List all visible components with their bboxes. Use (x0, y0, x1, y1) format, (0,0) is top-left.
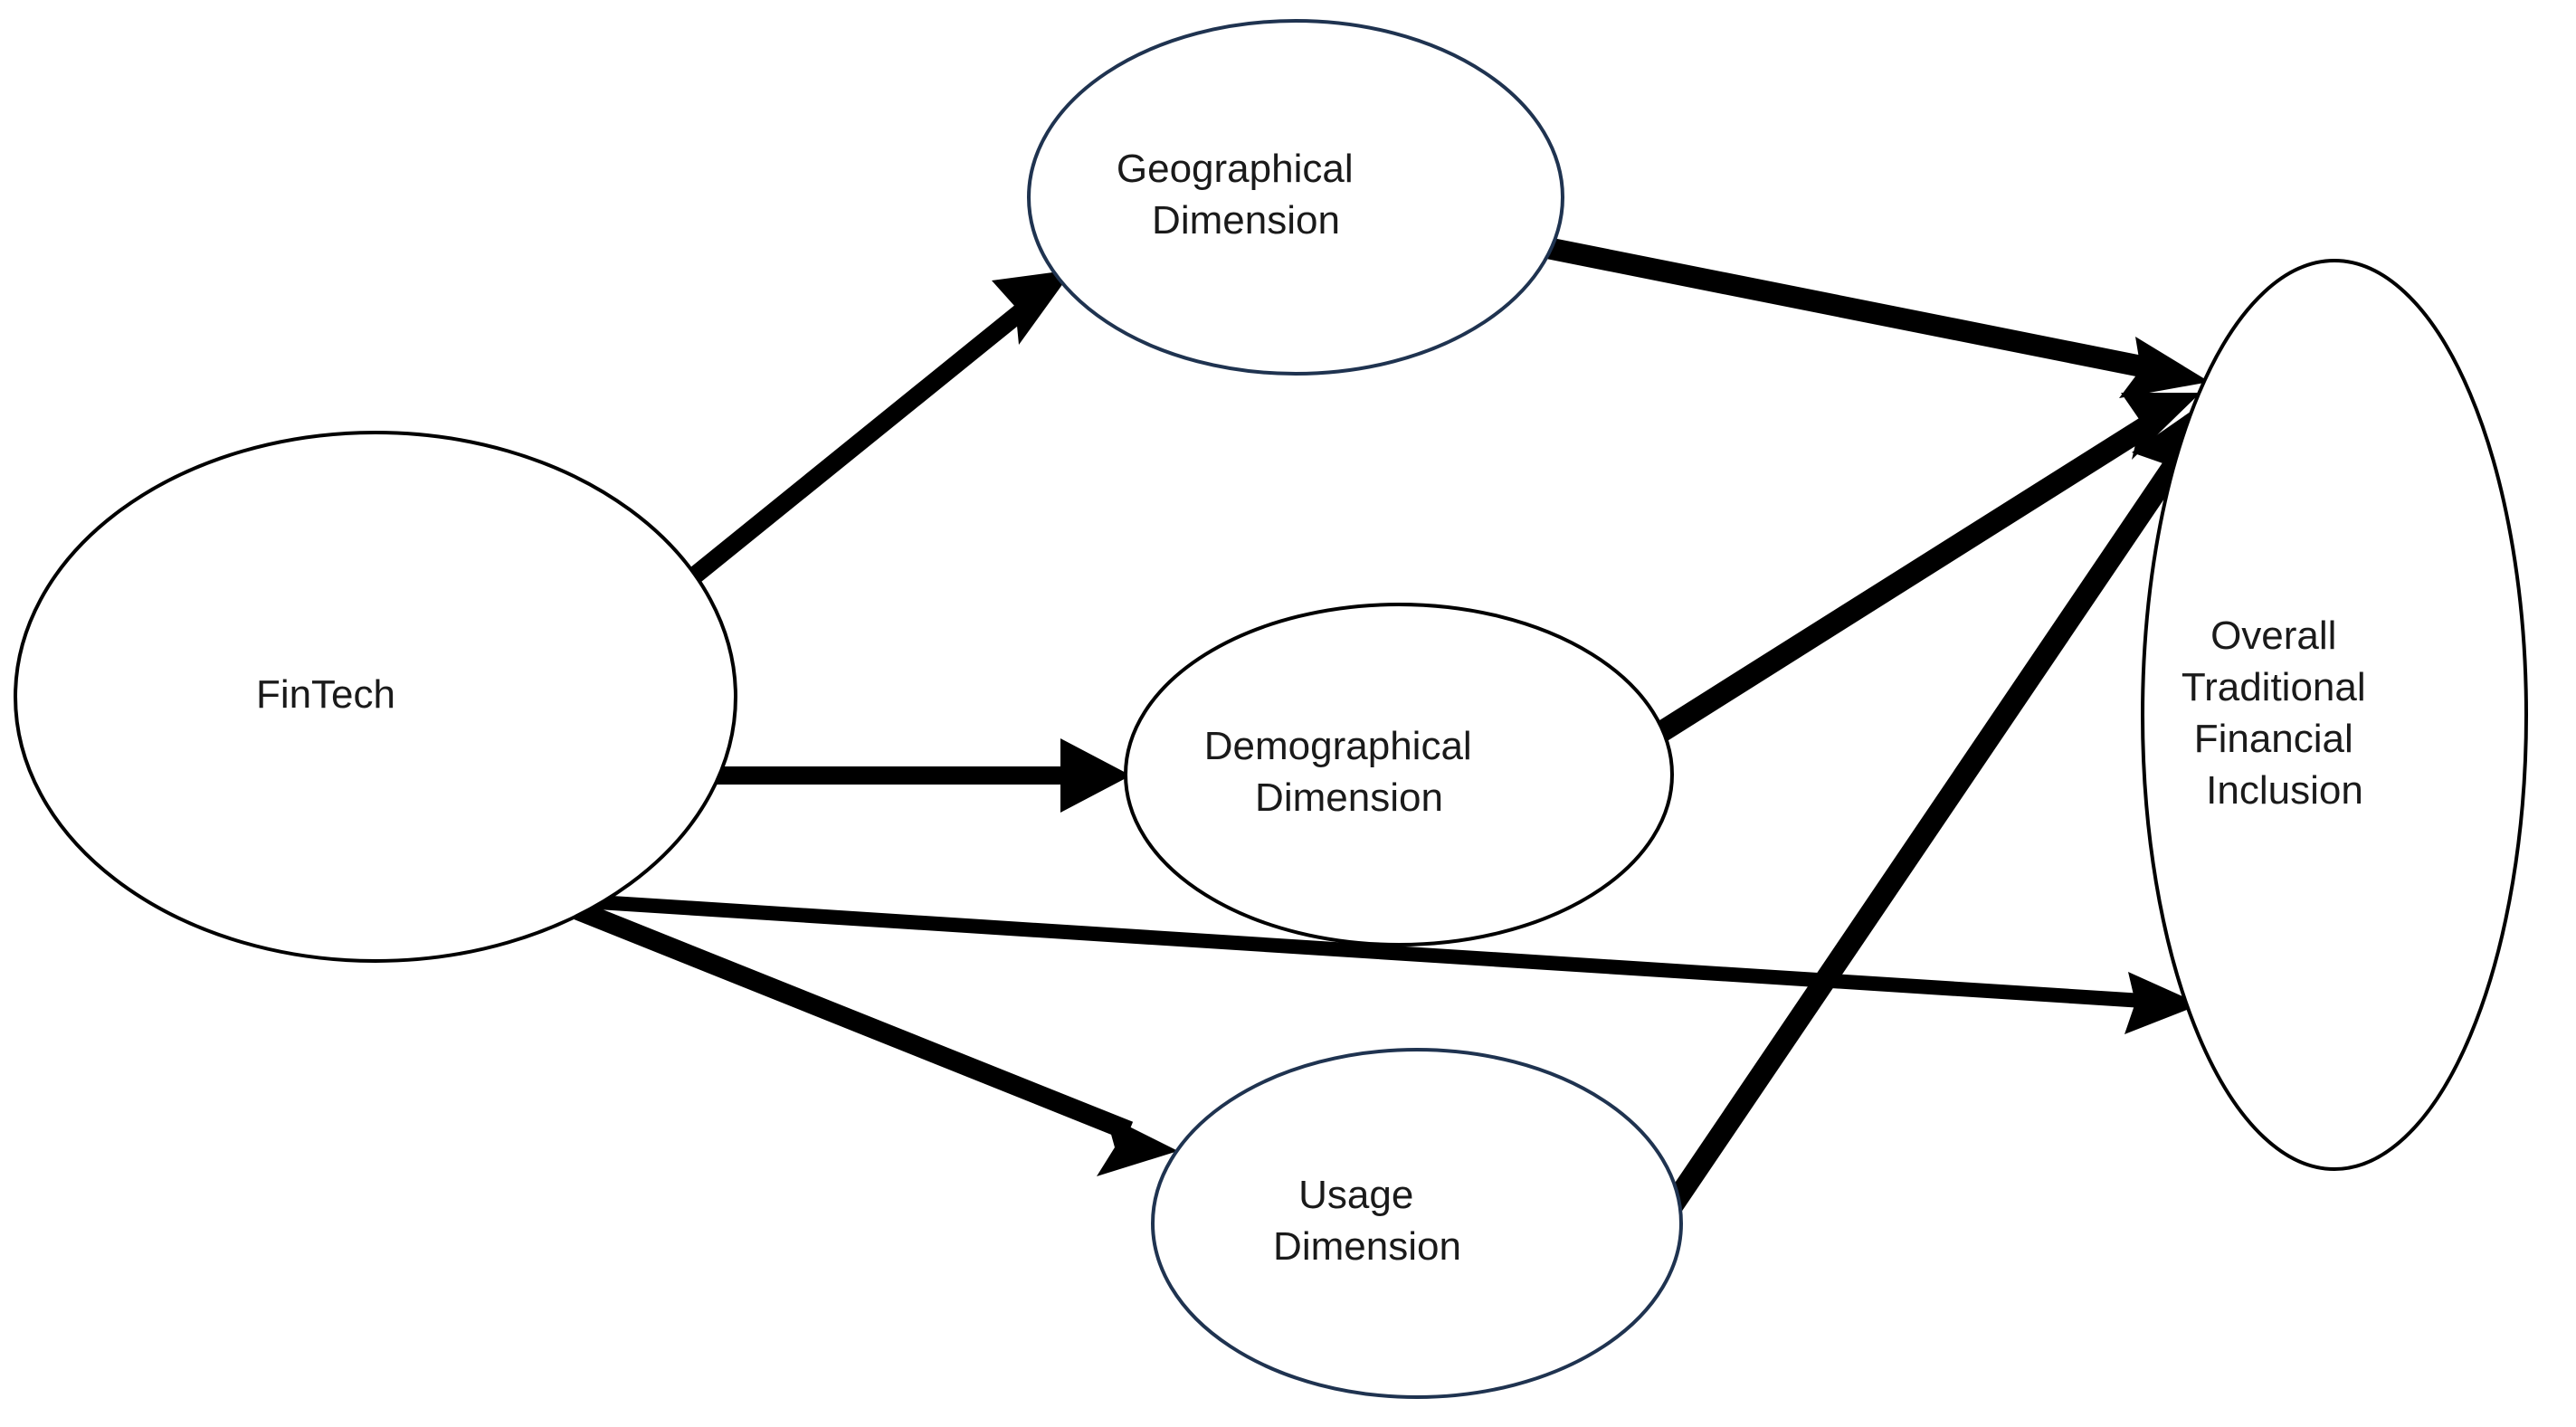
edge-line-usage-overall (1658, 457, 2184, 1221)
edge-demographical-to-overall[interactable] (1648, 393, 2201, 747)
edge-line-geographical-overall (1535, 235, 2158, 380)
edge-fintech-to-usage[interactable] (551, 891, 1178, 1176)
node-overall-label-line-1: Traditional (2182, 665, 2366, 709)
node-usage-shape (1151, 1048, 1683, 1399)
node-usage[interactable]: Usage Dimension (1151, 1048, 1683, 1399)
edge-layer (551, 235, 2210, 1221)
node-demographical-label-line-0: Demographical (1204, 724, 1472, 768)
node-usage-label-line-0: Usage (1298, 1173, 1413, 1217)
node-fintech-label: FinTech (256, 672, 495, 717)
node-overall-label-line-3: Inclusion (2206, 768, 2363, 813)
node-demographical-label: Demographical Dimension (1204, 724, 1593, 820)
node-fintech[interactable]: FinTech (14, 431, 737, 963)
arrowhead-fintech-demographical (1060, 738, 1131, 813)
node-demographical-label-line-1: Dimension (1255, 775, 1443, 820)
node-overall-label-line-2: Financial (2194, 717, 2353, 761)
node-overall[interactable]: Overall Traditional Financial Inclusion (2141, 259, 2528, 1171)
node-fintech-shape (14, 431, 737, 963)
node-layer: FinTech Geographical Dimension Demograph… (14, 19, 2528, 1399)
edge-fintech-to-overall[interactable] (555, 892, 2201, 1034)
edge-geographical-to-overall[interactable] (1535, 235, 2210, 398)
edge-fintech-to-geographical[interactable] (670, 270, 1073, 597)
arrowhead-fintech-usage (1097, 1115, 1178, 1176)
node-usage-label-line-1: Dimension (1273, 1224, 1461, 1269)
node-geographical-label-line-1: Dimension (1152, 198, 1340, 243)
arrowhead-geographical-overall (2119, 337, 2210, 398)
edge-line-fintech-usage (551, 891, 1134, 1141)
edge-line-fintech-overall (555, 892, 2172, 1010)
node-geographical-shape (1027, 19, 1564, 376)
node-fintech-label-line-0: FinTech (256, 672, 395, 717)
edge-usage-to-overall[interactable] (1658, 407, 2197, 1221)
arrowhead-fintech-overall (2124, 972, 2201, 1034)
node-overall-label: Overall Traditional Financial Inclusion (2182, 614, 2487, 813)
node-geographical-label: Geographical Dimension (1117, 147, 1475, 243)
node-usage-label: Usage Dimension (1273, 1173, 1561, 1269)
node-geographical-label-line-0: Geographical (1117, 147, 1354, 191)
arrowhead-fintech-geographical (992, 270, 1073, 345)
node-overall-shape (2141, 259, 2528, 1171)
node-demographical-shape (1124, 603, 1674, 947)
node-geographical[interactable]: Geographical Dimension (1027, 19, 1564, 376)
arrowhead-demographical-overall (2121, 393, 2201, 460)
edge-line-demographical-overall (1648, 415, 2154, 747)
edge-line-fintech-geographical (670, 289, 1047, 597)
node-overall-label-line-0: Overall (2210, 614, 2336, 658)
node-demographical[interactable]: Demographical Dimension (1124, 603, 1674, 947)
edge-fintech-to-demographical[interactable] (699, 738, 1131, 813)
